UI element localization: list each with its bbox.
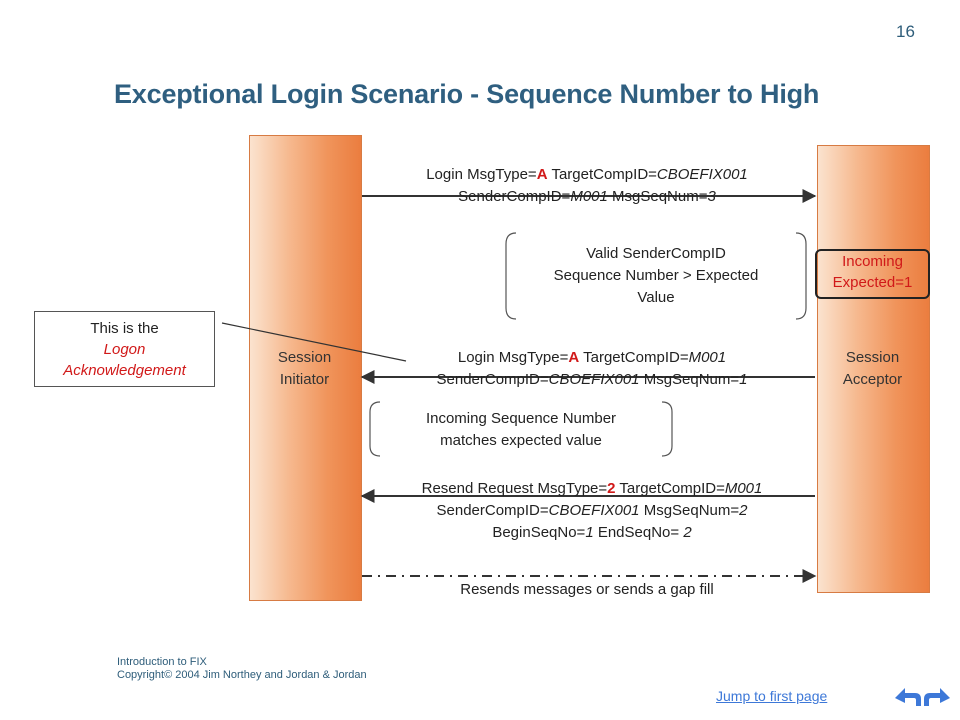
acceptor-label-line1: Session: [845, 349, 900, 366]
callout-connector-line: [221, 322, 407, 362]
incoming-expected-box: Incoming Expected=1: [815, 249, 930, 299]
message-3-line2: SenderCompID=CBOEFIX001 MsgSeqNum=2: [436, 502, 748, 519]
note1-left-bracket: [505, 232, 517, 320]
message-3-label: Resend Request MsgType=2 TargetCompID=M0…: [372, 478, 812, 544]
footer: Introduction to FIX Copyright© 2004 Jim …: [117, 656, 517, 682]
message-1-line1: Login MsgType=A TargetCompID=CBOEFIX001: [426, 166, 748, 183]
footer-copyright: Copyright© 2004 Jim Northey and Jordan &…: [117, 669, 367, 681]
note1-line1: Valid SenderCompID: [586, 245, 726, 262]
note2-left-bracket: [369, 401, 381, 457]
acceptor-label-line2: Acceptor: [842, 371, 903, 388]
session-acceptor-lane: [817, 145, 930, 593]
message-3-line3: BeginSeqNo=1 EndSeqNo= 2: [492, 524, 692, 541]
page-number: 16: [896, 22, 915, 41]
footer-course-title: Introduction to FIX: [117, 656, 207, 668]
note1-right-bracket: [795, 232, 807, 320]
slide-title: Exceptional Login Scenario - Sequence Nu…: [114, 79, 820, 109]
note2-line2: matches expected value: [440, 432, 602, 449]
note2-line1: Incoming Sequence Number: [425, 410, 617, 427]
note1-line2: Sequence Number > Expected: [553, 267, 759, 284]
note-valid-sendercompid: Valid SenderCompID Sequence Number > Exp…: [512, 243, 800, 309]
back-arrow-icon[interactable]: [893, 682, 925, 714]
session-initiator-label: Session Initiator: [249, 347, 360, 391]
session-acceptor-label: Session Acceptor: [817, 347, 928, 391]
logon-ack-callout: This is the Logon Acknowledgement: [34, 311, 215, 387]
message-2-line2: SenderCompID=CBOEFIX001 MsgSeqNum=1: [436, 371, 748, 388]
jump-to-first-page-link[interactable]: Jump to first page: [716, 688, 828, 704]
message-1-line2: SenderCompID=M001 MsgSeqNum=3: [458, 188, 716, 205]
forward-arrow-icon[interactable]: [920, 682, 952, 714]
incoming-label: Incoming: [842, 253, 903, 270]
expected-label: Expected=1: [832, 274, 913, 291]
message-1-label: Login MsgType=A TargetCompID=CBOEFIX001 …: [372, 164, 802, 208]
initiator-label-line1: Session: [277, 349, 332, 366]
callout-line1: This is the: [90, 320, 159, 337]
message-2-label: Login MsgType=A TargetCompID=M001 Sender…: [372, 347, 812, 391]
callout-line2: Logon: [103, 341, 146, 358]
note-incoming-seq-matches: Incoming Sequence Number matches expecte…: [378, 408, 664, 452]
message-4-label: Resends messages or sends a gap fill: [460, 581, 714, 598]
note2-right-bracket: [661, 401, 673, 457]
callout-line3: Acknowledgement: [63, 362, 186, 379]
message-2-line1: Login MsgType=A TargetCompID=M001: [457, 349, 727, 366]
note1-line3: Value: [637, 289, 675, 306]
message-3-line1: Resend Request MsgType=2 TargetCompID=M0…: [421, 480, 763, 497]
session-initiator-lane: [249, 135, 362, 601]
initiator-label-line2: Initiator: [279, 371, 330, 388]
